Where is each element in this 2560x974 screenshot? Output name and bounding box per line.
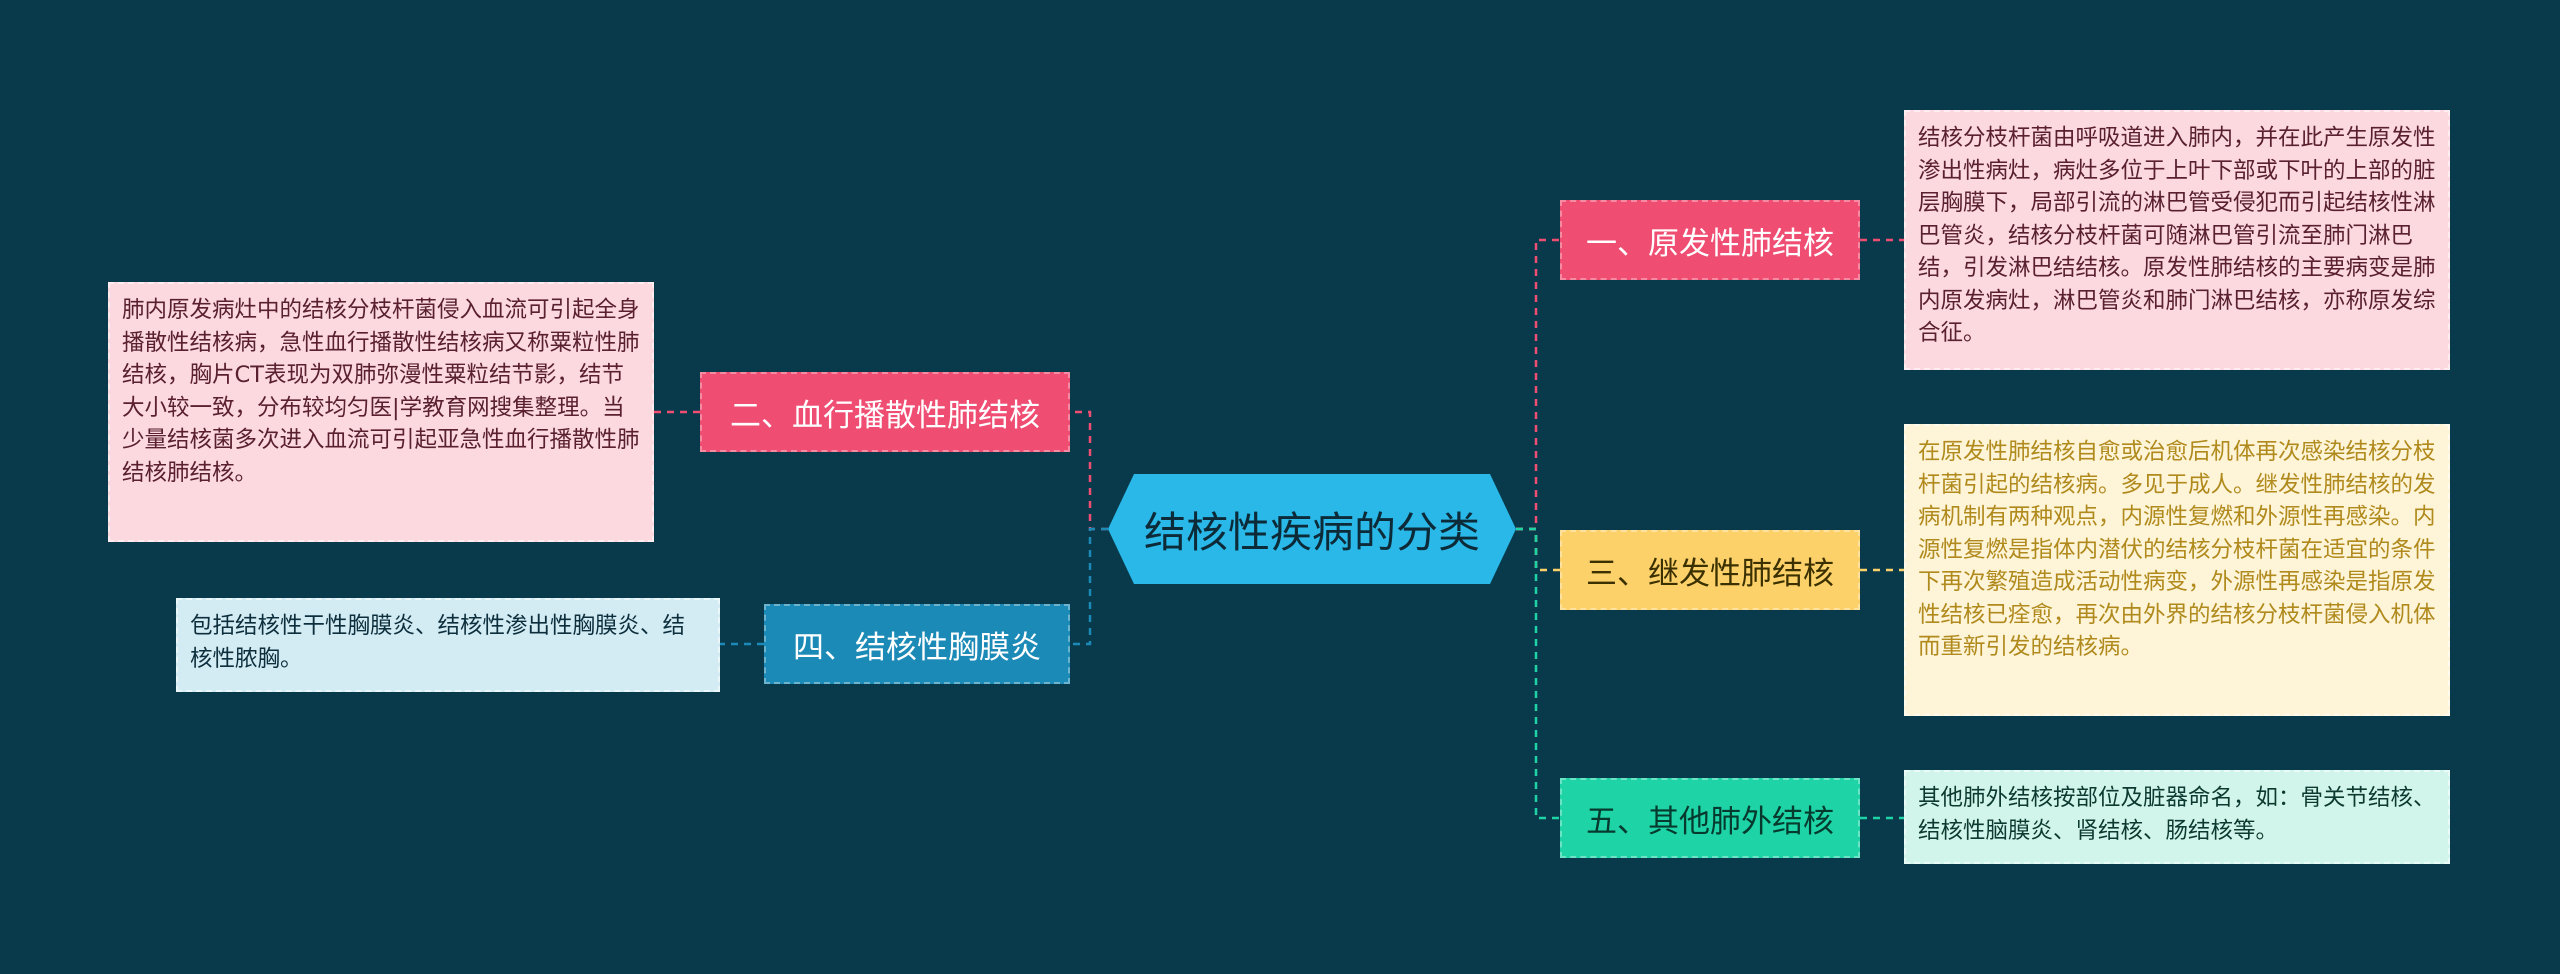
leaf-hematogenous-tb-detail[interactable]: 肺内原发病灶中的结核分枝杆菌侵入血流可引起全身播散性结核病，急性血行播散性结核病… [108,282,654,542]
connector-center-b4 [1070,527,1108,646]
leaf-extrapulmonary-tb-detail[interactable]: 其他肺外结核按部位及脏器命名，如：骨关节结核、结核性脑膜炎、肾结核、肠结核等。 [1904,770,2450,864]
branch-extrapulmonary-tb[interactable]: 五、其他肺外结核 [1560,778,1860,858]
branch-primary-tb[interactable]: 一、原发性肺结核 [1560,200,1860,280]
connector-center-b2 [1070,410,1108,531]
connector-center-b5 [1516,527,1560,820]
branch-hematogenous-tb[interactable]: 二、血行播散性肺结核 [700,372,1070,452]
central-topic[interactable]: 结核性疾病的分类 [1108,474,1516,584]
connector-center-b3 [1516,527,1560,572]
connector-center-b1 [1516,238,1560,531]
leaf-secondary-tb-detail[interactable]: 在原发性肺结核自愈或治愈后机体再次感染结核分枝杆菌引起的结核病。多见于成人。继发… [1904,424,2450,716]
leaf-tuberculous-pleurisy-detail[interactable]: 包括结核性干性胸膜炎、结核性渗出性胸膜炎、结核性脓胸。 [176,598,720,692]
branch-secondary-tb[interactable]: 三、继发性肺结核 [1560,530,1860,610]
branch-tuberculous-pleurisy[interactable]: 四、结核性胸膜炎 [764,604,1070,684]
leaf-primary-tb-detail[interactable]: 结核分枝杆菌由呼吸道进入肺内，并在此产生原发性渗出性病灶，病灶多位于上叶下部或下… [1904,110,2450,370]
